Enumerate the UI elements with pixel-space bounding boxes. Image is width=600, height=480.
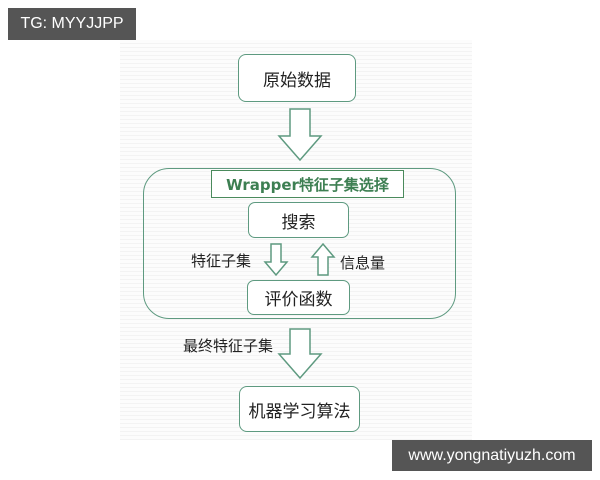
watermark-top: TG: MYYJJPP xyxy=(8,8,136,40)
diagram-canvas xyxy=(120,40,472,440)
information-label: 信息量 xyxy=(340,254,386,272)
evaluation-function-node: 评价函数 xyxy=(247,280,350,315)
raw-data-node: 原始数据 xyxy=(238,54,356,102)
feature-subset-label: 特征子集 xyxy=(191,252,252,270)
ml-algorithm-node: 机器学习算法 xyxy=(239,386,360,432)
arrow-down-icon xyxy=(277,108,323,162)
watermark-bottom: www.yongnatiyuzh.com xyxy=(392,440,592,471)
arrow-down-icon xyxy=(277,328,323,380)
arrow-down-icon xyxy=(263,243,289,277)
wrapper-title: Wrapper特征子集选择 xyxy=(211,170,404,198)
wrapper-container xyxy=(143,168,456,319)
final-subset-label: 最终特征子集 xyxy=(183,337,274,355)
arrow-up-icon xyxy=(310,242,336,276)
search-node: 搜索 xyxy=(248,202,349,238)
